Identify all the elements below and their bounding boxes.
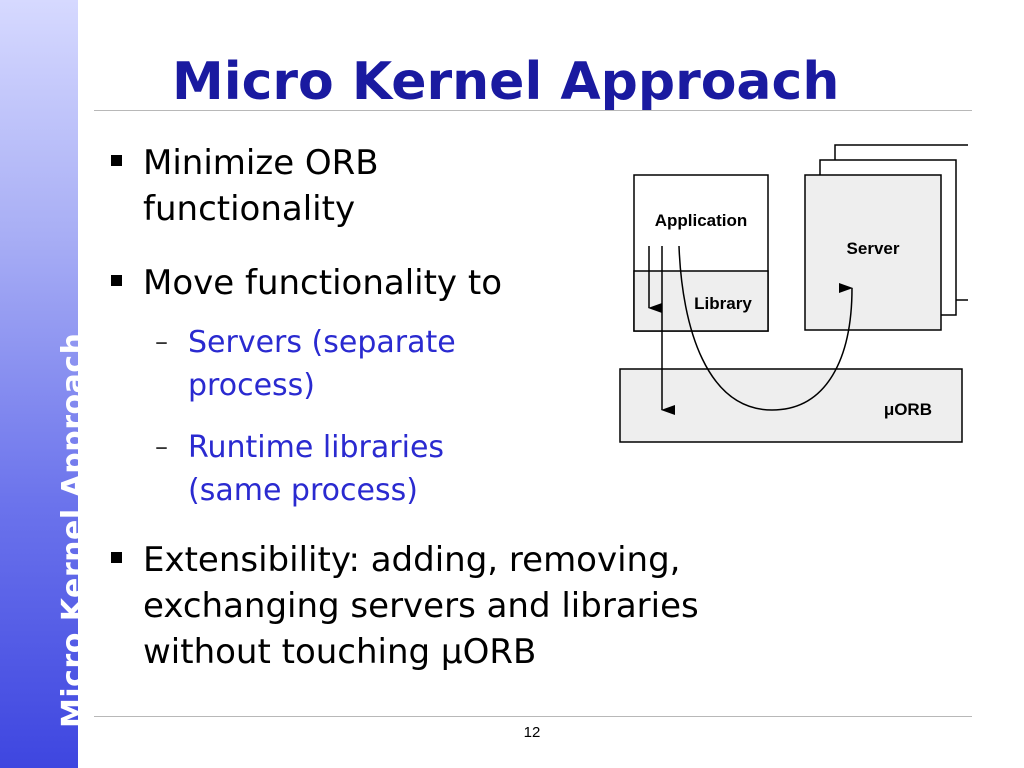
footer-divider — [94, 716, 972, 717]
dash-icon: – — [155, 432, 168, 462]
bullet-line: Extensibility: adding, removing, — [143, 540, 681, 580]
sub-bullet-line: Runtime libraries — [188, 430, 445, 465]
server-box — [804, 174, 942, 331]
library-label: Library — [694, 294, 752, 313]
sidebar — [0, 0, 78, 768]
orb-label: μORB — [884, 400, 932, 419]
bullet-line: exchanging servers and libraries — [143, 586, 699, 626]
application-label: Application — [655, 211, 748, 230]
micro-orb-diagram: μORB Server Application Library — [619, 144, 968, 443]
bullet-square-icon — [111, 275, 122, 286]
bullet-line: without touching μORB — [143, 632, 537, 672]
bullet-line: Minimize ORB — [143, 143, 379, 183]
page-number: 12 — [523, 724, 541, 741]
sub-bullet-line: Servers (separate — [188, 325, 456, 360]
sidebar-title: Micro Kernel Approach — [56, 332, 91, 728]
bullet-square-icon — [111, 552, 122, 563]
title-divider — [94, 110, 972, 111]
bullet-minimize-orb: Minimize ORB functionality — [111, 140, 379, 232]
server-label: Server — [847, 239, 900, 258]
library-box — [633, 270, 769, 332]
slide-title: Micro Kernel Approach — [172, 52, 840, 112]
bullet-move-functionality: Move functionality to — [111, 260, 502, 306]
dash-icon: – — [155, 327, 168, 357]
bullet-line: Move functionality to — [143, 263, 502, 303]
sub-bullet-line: process) — [188, 368, 315, 403]
arrow-to-server — [678, 245, 853, 411]
sub-bullet-servers: – Servers (separate process) — [155, 321, 456, 407]
bullet-square-icon — [111, 155, 122, 166]
bullet-extensibility: Extensibility: adding, removing, exchang… — [111, 537, 699, 675]
sub-bullet-runtime-libraries: – Runtime libraries (same process) — [155, 426, 445, 512]
orb-box — [619, 368, 963, 443]
sub-bullet-line: (same process) — [188, 473, 418, 508]
bullet-line: functionality — [143, 189, 356, 229]
